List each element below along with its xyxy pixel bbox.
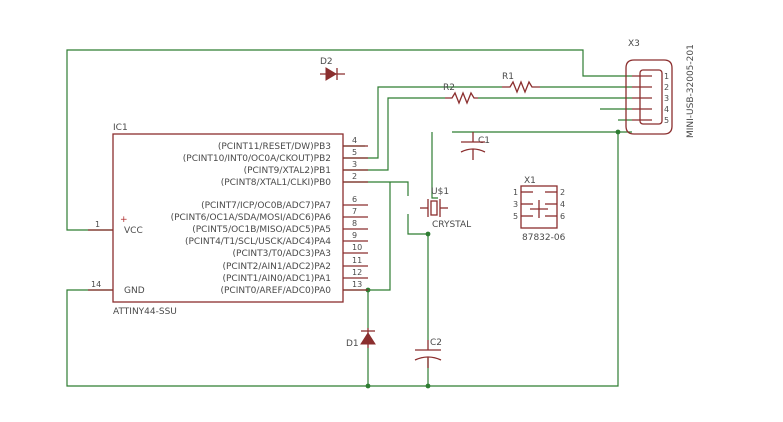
d2: D2 [320, 57, 345, 81]
c2: C2 [414, 338, 442, 368]
d2-triangle [325, 67, 337, 81]
usb-ref: X3 [628, 39, 640, 49]
wire-pa0 [343, 182, 391, 291]
x1-part: 87832-06 [522, 233, 566, 243]
ic1-pin-label: (PCINT3/T0/ADC3)PA3 [233, 249, 331, 259]
x1-pin-num: 6 [560, 212, 565, 221]
junction-dot [425, 383, 431, 389]
ic1-ref: IC1 [113, 123, 128, 133]
wires [66, 49, 632, 387]
usb-inner [639, 69, 663, 125]
usb-body [625, 59, 673, 135]
x1-pins: 1 2 3 4 5 6 [513, 188, 565, 221]
x1-pin-num: 2 [560, 188, 565, 197]
wire-c1-crystal [431, 132, 438, 199]
ic1-pin-num: 7 [352, 207, 357, 216]
usb-pin-num: 3 [664, 94, 669, 103]
ic1: IC1 ATTINY44-SSU 1 14 VCC GND + 4 (PCINT1… [88, 123, 368, 317]
ic1-pin-num: 5 [352, 148, 357, 157]
junction-dot [425, 231, 431, 237]
ic1-pin-label: (PCINT1/AIN0/ADC1)PA1 [222, 274, 331, 284]
junction-dot [615, 129, 621, 135]
ic1-pin-label: (PCINT0/AREF/ADC0)PA0 [220, 286, 331, 296]
crystal-value: CRYSTAL [432, 220, 471, 230]
ic1-right-pins: 4 (PCINT11/RESET/DW)PB3 5 (PCINT10/INT0/OC0… [171, 136, 368, 296]
junctions [365, 129, 621, 389]
x1-body [520, 185, 558, 229]
r2-zigzag [445, 91, 478, 105]
ic1-pin-num: 8 [352, 219, 357, 228]
x1-pin-num: 5 [513, 212, 518, 221]
x1-pin-num: 3 [513, 200, 518, 209]
c1: C1 [460, 132, 490, 160]
r2: R2 [443, 83, 478, 105]
d1: D1 [346, 328, 376, 349]
d1-label: D1 [346, 339, 359, 349]
crystal-body [430, 200, 438, 216]
wire-crystal-c2 [407, 214, 429, 340]
vcc-plus-icon: + [120, 215, 128, 225]
ic1-pin-num: 14 [91, 280, 101, 289]
ic1-pin-label: (PCINT4/T1/SCL/USCK/ADC4)PA4 [185, 237, 331, 247]
ic1-pin-num: 6 [352, 195, 357, 204]
ic1-pin-label: (PCINT2/AIN1/ADC2)PA2 [222, 262, 331, 272]
ic1-pin-num: 9 [352, 231, 357, 240]
usb-pin-num: 5 [664, 116, 669, 125]
x1-ref: X1 [524, 176, 536, 186]
ic1-pin-num: 1 [95, 220, 100, 229]
ic1-pin-num: 13 [352, 280, 362, 289]
x1-pin-num: 1 [513, 188, 518, 197]
ic1-part: ATTINY44-SSU [113, 307, 177, 317]
c1-label: C1 [478, 136, 490, 146]
r1: R1 [502, 72, 540, 94]
r1-label: R1 [502, 72, 514, 82]
r1-zigzag [502, 80, 540, 94]
ic1-pin-label: (PCINT6/OC1A/SDA/MOSI/ADC6)PA6 [171, 213, 332, 223]
ic1-pin-num: 12 [352, 268, 362, 277]
wire-vcc [66, 49, 632, 231]
x1-header: X1 87832-06 1 2 3 4 5 6 [513, 176, 566, 243]
usb-pin-num: 1 [664, 72, 669, 81]
wire-pb1-r2 [343, 97, 445, 171]
crystal-ref: U$1 [431, 187, 449, 197]
x1-pin-num: 4 [560, 200, 565, 209]
ic1-pin-label: (PCINT11/RESET/DW)PB3 [218, 142, 331, 152]
junction-dot [365, 383, 371, 389]
ic1-pin-num: 4 [352, 136, 357, 145]
ic1-pin-num: 2 [352, 172, 357, 181]
ic1-pin-label: (PCINT5/OC1B/MISO/ADC5)PA5 [192, 225, 331, 235]
d2-label: D2 [320, 57, 333, 67]
usb-part: MINI-USB-32005-201 [686, 44, 696, 138]
wire-pb0-crystal [343, 181, 409, 196]
ic1-pin-label: GND [124, 286, 145, 296]
ic1-pin-label: VCC [124, 226, 143, 236]
ic1-pin-label: (PCINT7/ICP/OC0B/ADC7)PA7 [201, 201, 331, 211]
ic1-pin-label: (PCINT9/XTAL2)PB1 [244, 166, 331, 176]
c2-label: C2 [430, 338, 442, 348]
usb-connector: X3 MINI-USB-32005-201 1 2 3 4 5 [625, 39, 696, 138]
usb-pin-num: 4 [664, 105, 669, 114]
crystal: U$1 CRYSTAL [420, 187, 471, 230]
ic1-pin-num: 11 [352, 256, 362, 265]
ic1-pin-label: (PCINT10/INT0/OC0A/CKOUT)PB2 [183, 154, 331, 164]
usb-pins: 1 2 3 4 5 [632, 72, 669, 125]
ic1-body [112, 133, 344, 303]
ic1-pin-label: (PCINT8/XTAL1/CLKI)PB0 [221, 178, 332, 188]
usb-pin-num: 2 [664, 83, 669, 92]
ic1-pin-num: 3 [352, 160, 357, 169]
ic1-pin-num: 10 [352, 243, 362, 252]
r2-label: R2 [443, 83, 455, 93]
